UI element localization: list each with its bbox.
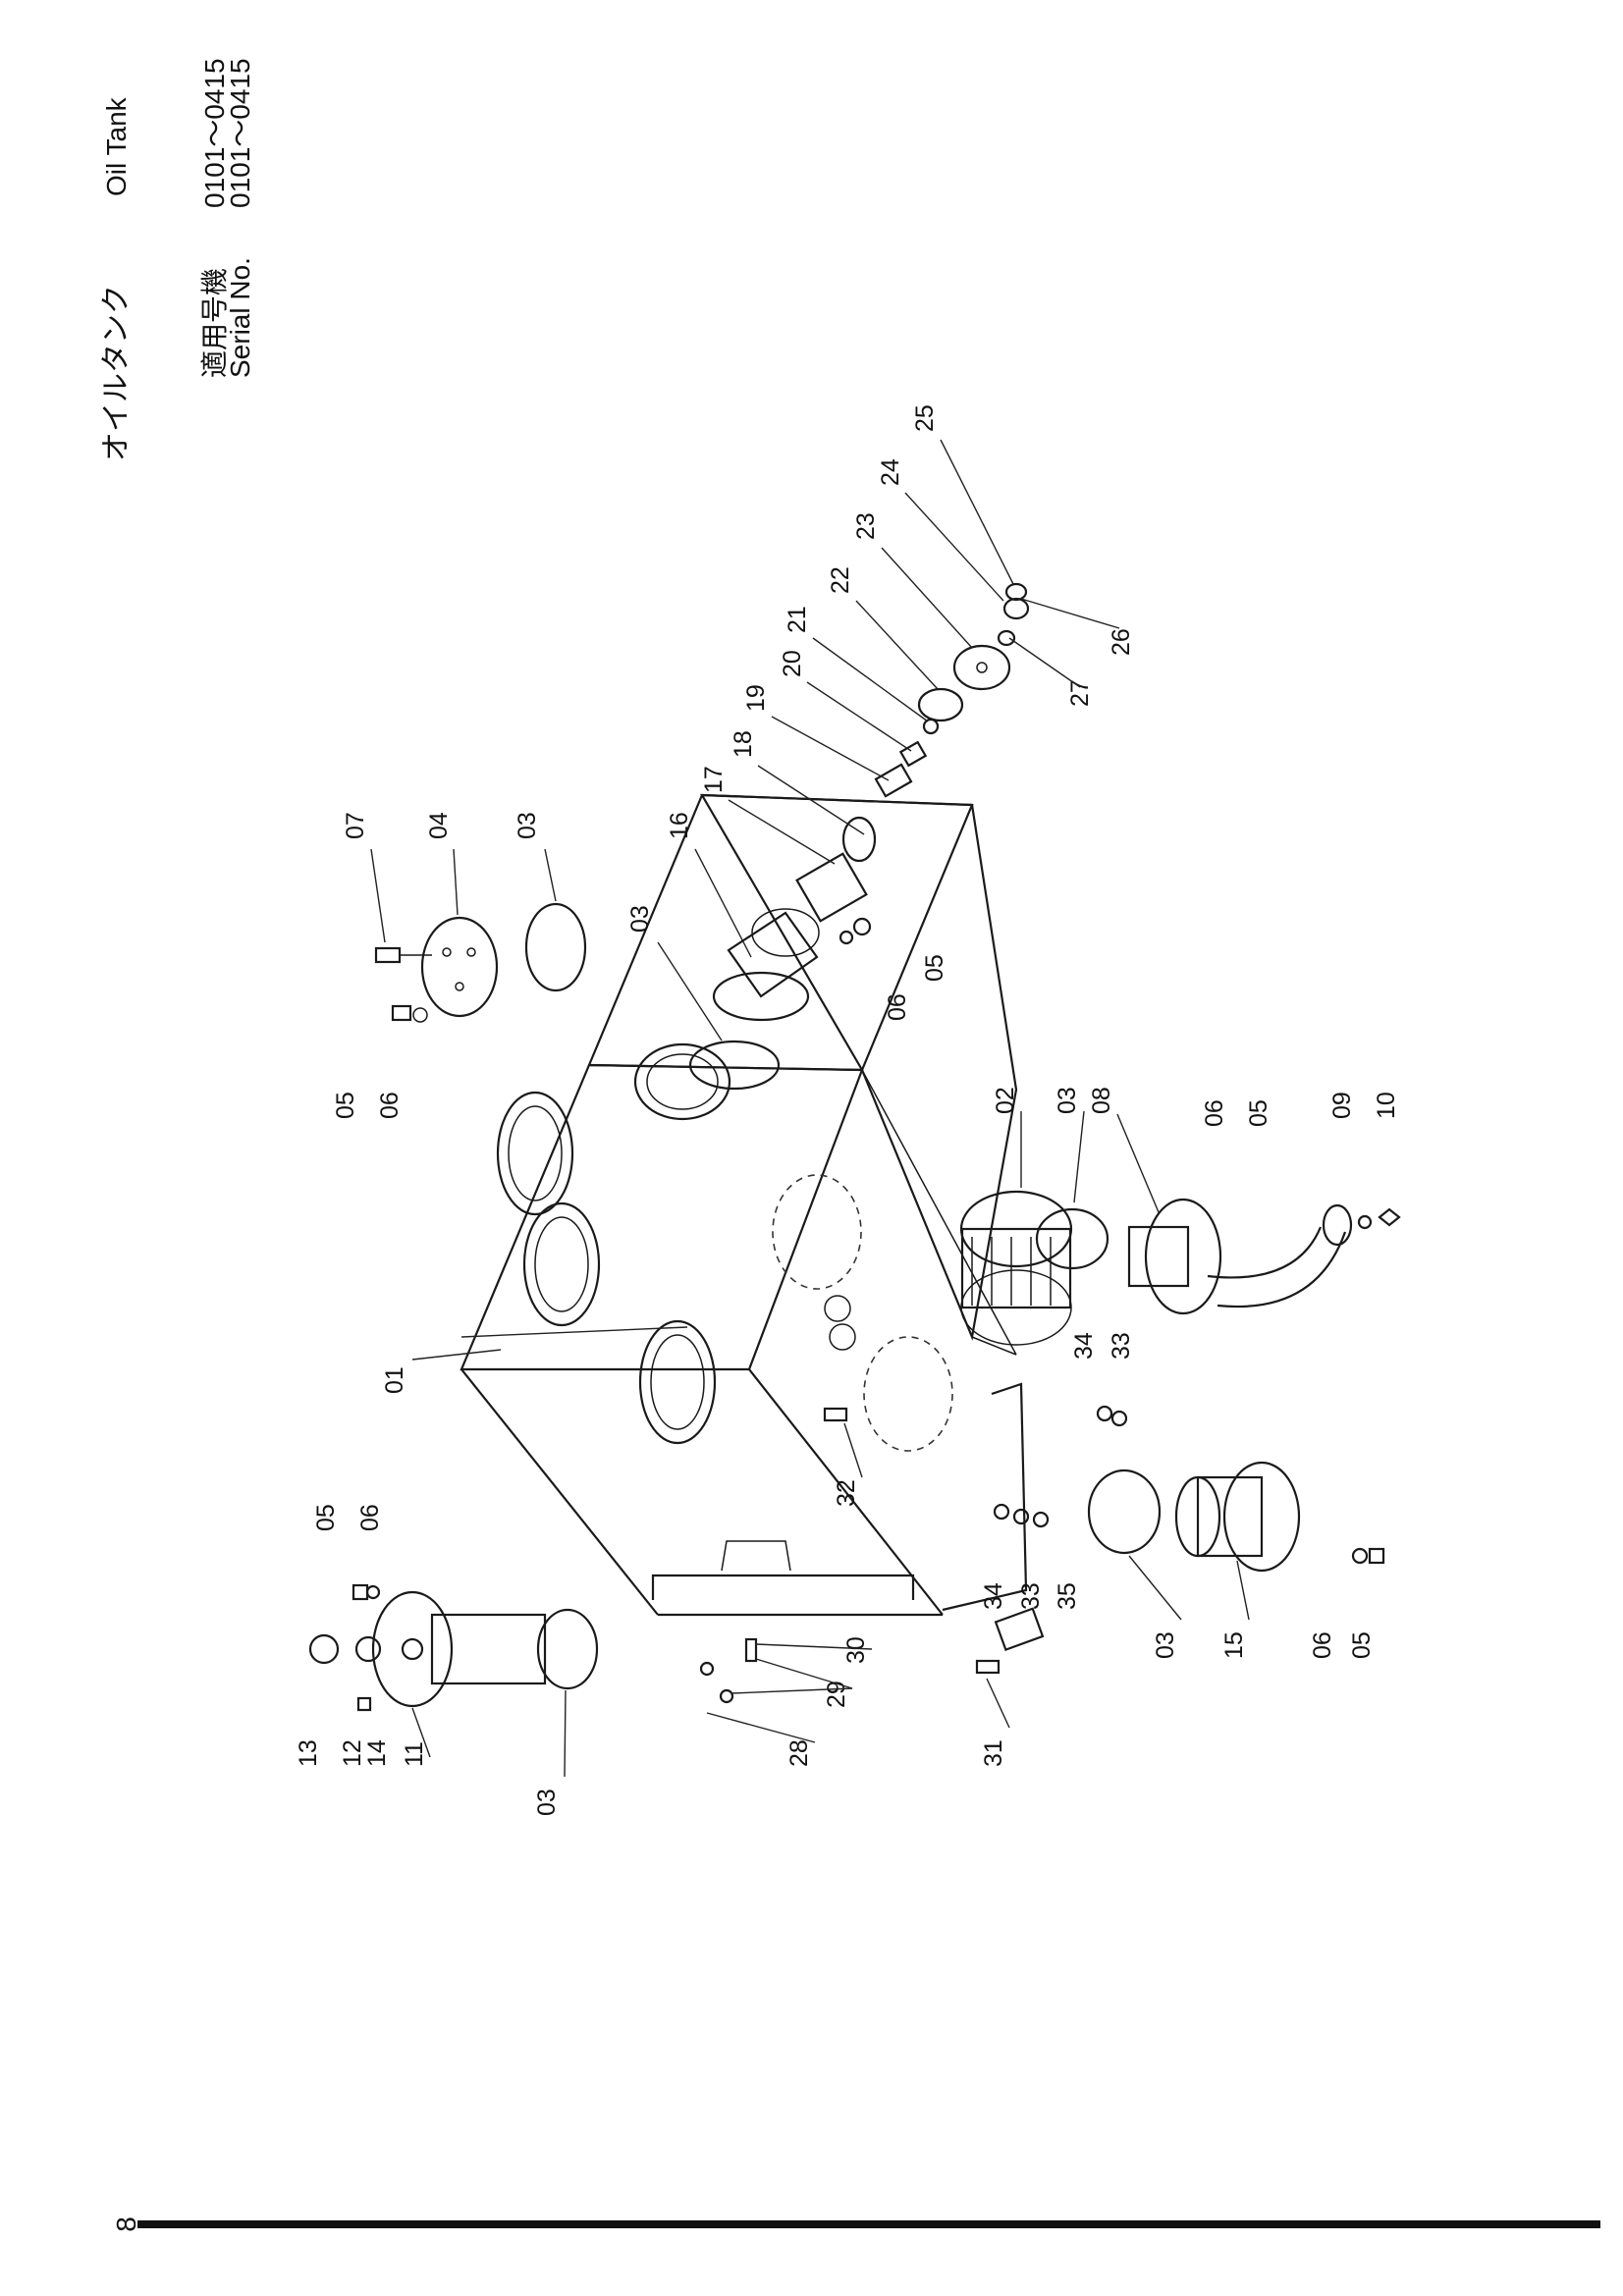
callout-32: 32 [833,1479,860,1507]
callout-05: 05 [1348,1631,1376,1659]
callout-11: 11 [401,1741,428,1767]
callout-13: 13 [295,1739,322,1767]
footer-rule [137,2220,1600,2228]
callout-26: 26 [1108,628,1135,656]
callout-03: 03 [533,1789,561,1816]
callout-03: 03 [1054,1087,1081,1114]
callout-06: 06 [1309,1631,1336,1659]
callout-06: 06 [884,993,911,1021]
callout-05: 05 [1245,1099,1272,1127]
callout-33: 33 [1108,1332,1135,1360]
callout-05: 05 [312,1504,340,1531]
serial-range-en: 0101～0415 [225,58,255,208]
callout-14: 14 [363,1739,391,1767]
callout-06: 06 [356,1504,384,1531]
title-jp: オイルタンク [100,285,133,461]
callout-18: 18 [730,730,757,758]
header: オイルタンク Oil Tank 適用号機 Serial No. 0101～041… [100,58,255,461]
callout-22: 22 [827,566,854,594]
serial-range-jp: 0101～0415 [199,58,230,208]
page-number: 8 [111,2216,141,2232]
callout-27: 27 [1066,679,1094,707]
level-gauge-pipe [308,1583,547,1712]
title-en: Oil Tank [101,96,132,196]
callout-03: 03 [1152,1631,1179,1659]
callout-09: 09 [1328,1092,1356,1119]
callout-15: 15 [1220,1631,1248,1659]
oil-tank-body [460,793,1028,1617]
callout-05: 05 [332,1092,359,1119]
callout-30: 30 [842,1636,870,1664]
callout-03: 03 [514,812,541,839]
callout-19: 19 [742,684,770,712]
callout-35: 35 [1054,1582,1081,1610]
o-rings [524,902,1162,1690]
return-filter-assembly [712,582,1030,1022]
callout-24: 24 [877,458,904,486]
callout-05: 05 [921,954,948,982]
suction-strainer [959,1190,1073,1346]
callout-04: 04 [425,812,453,839]
callout-06: 06 [376,1092,404,1119]
callout-23: 23 [852,512,880,540]
cover-plate [374,916,499,1023]
callout-33: 33 [1017,1582,1045,1610]
callout-03: 03 [626,905,654,933]
footer: 8 [111,2216,1600,2232]
callout-34: 34 [980,1582,1007,1610]
callout-01: 01 [381,1366,408,1394]
return-pipe [1174,1461,1385,1573]
callout-17: 17 [700,766,728,793]
callout-16: 16 [666,812,693,839]
callout-29: 29 [823,1681,850,1708]
leader-lines [370,439,1250,1778]
callout-02: 02 [992,1087,1019,1114]
callout-28: 28 [785,1739,813,1767]
callout-31: 31 [980,1739,1007,1767]
serial-label-jp: 適用号機 [199,268,230,378]
callout-06: 06 [1201,1099,1228,1127]
callout-12: 12 [339,1739,366,1767]
callout-20: 20 [779,650,806,677]
hardware [699,1405,1128,1704]
suction-pipe [1127,1198,1401,1315]
callout-21: 21 [784,606,811,633]
callout-25: 25 [911,404,939,432]
callout-08: 08 [1088,1087,1115,1114]
callouts: 01 02 03 03 03 03 03 04 05 05 05 05 05 0… [295,404,1400,1816]
callout-10: 10 [1373,1092,1400,1119]
serial-label-en: Serial No. [225,257,255,378]
callout-07: 07 [342,812,369,839]
callout-34: 34 [1070,1332,1098,1360]
